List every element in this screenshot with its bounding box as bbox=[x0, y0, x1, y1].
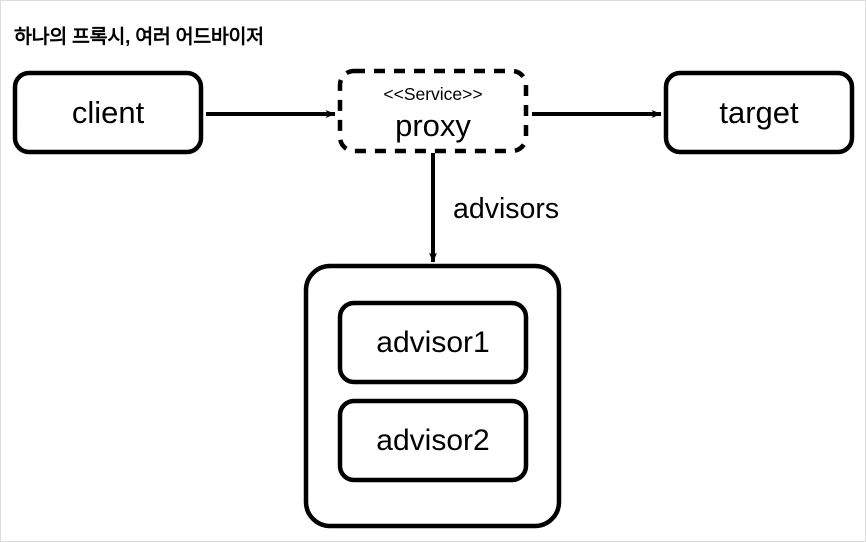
node-advisor1-shape[interactable] bbox=[337, 300, 529, 385]
node-advisor2-shape[interactable] bbox=[337, 398, 529, 483]
node-target-shape[interactable] bbox=[663, 70, 855, 155]
node-client-shape[interactable] bbox=[12, 70, 204, 155]
node-proxy-shape[interactable] bbox=[337, 68, 529, 154]
diagram-title: 하나의 프록시, 여러 어드바이저 bbox=[14, 26, 264, 48]
